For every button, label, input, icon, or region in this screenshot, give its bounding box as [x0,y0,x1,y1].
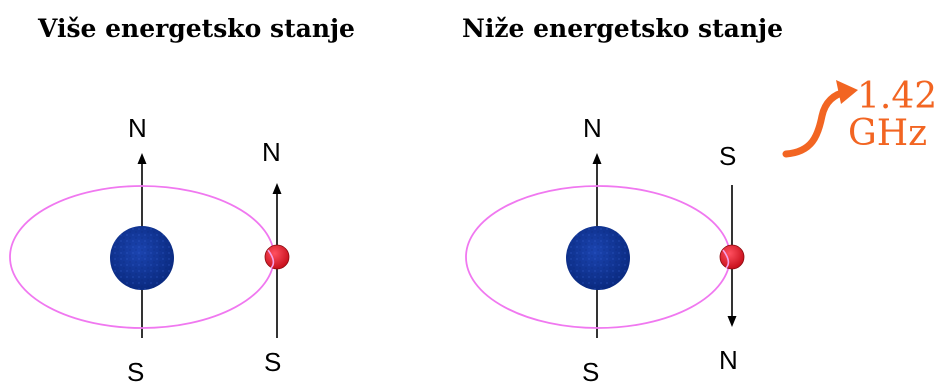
electron-north-label-left: N [262,137,281,167]
lower-energy-state-title: Niže energetsko stanje [462,14,783,43]
proton-north-label-left: N [128,113,147,143]
proton-spin-arrowhead-right [592,153,602,164]
proton-spin-arrowhead-left [137,153,147,164]
higher-energy-panel: N S N S [9,113,290,387]
electron-spin-arrowhead-left [272,183,282,194]
electron-north-label-right: N [719,345,738,375]
photon-curve-arrow [782,88,850,158]
proton-texture-right [566,226,630,290]
orbit-overlap-left [267,249,275,269]
lower-energy-panel: N S S N [465,113,745,387]
electron-spin-arrowhead-right [727,316,737,327]
proton-texture-left [110,226,174,290]
electron-south-label-left: S [264,347,281,377]
electron-right [719,244,745,270]
photon-emission: 1.42 GHz [782,76,937,158]
higher-energy-state-title: Više energetsko stanje [38,14,355,43]
proton-north-label-right: N [583,113,602,143]
electron-left [264,244,290,270]
proton-south-label-left: S [127,357,144,387]
photon-arrowhead [836,80,858,104]
orbit-overlap-right [722,249,730,269]
frequency-unit: GHz [848,113,927,154]
frequency-value: 1.42 [857,76,937,117]
electron-south-label-right: S [719,141,736,171]
proton-south-label-right: S [582,357,599,387]
